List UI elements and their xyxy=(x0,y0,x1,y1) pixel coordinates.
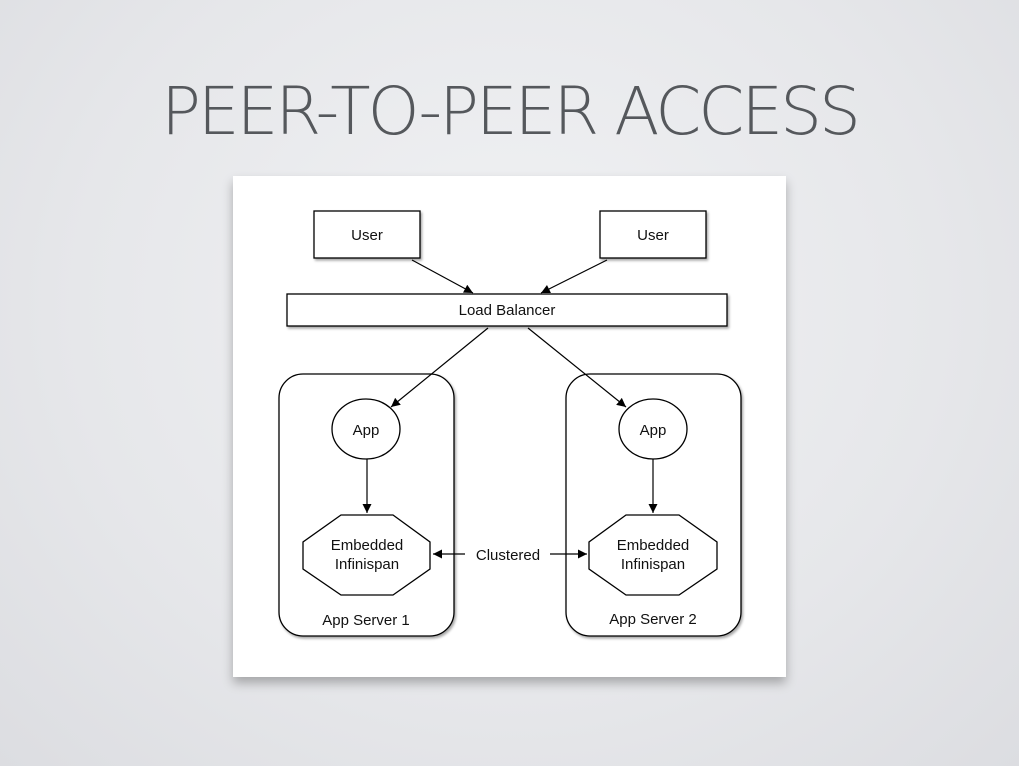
app-node-2: App xyxy=(618,398,688,460)
infinispan-node-1: Embedded Infinispan xyxy=(302,514,431,596)
app-1-label: App xyxy=(353,422,380,439)
arrow-user1-to-lb xyxy=(411,259,474,294)
arrow-user2-to-lb xyxy=(540,259,608,294)
infinispan-1-line2: Infinispan xyxy=(335,556,399,573)
user-node-1: User xyxy=(313,210,421,259)
app-2-label: App xyxy=(640,422,667,439)
infinispan-2-line1: Embedded xyxy=(617,537,690,554)
infinispan-1-line1: Embedded xyxy=(331,537,404,554)
app-server-1-label: App Server 1 xyxy=(322,612,410,629)
clustered-label: Clustered xyxy=(476,547,540,564)
infinispan-node-2: Embedded Infinispan xyxy=(588,514,718,596)
load-balancer-label: Load Balancer xyxy=(459,302,556,319)
infinispan-2-line2: Infinispan xyxy=(621,556,685,573)
user-node-2: User xyxy=(599,210,707,259)
diagram-card: App Server 1 App Server 2 User User Load… xyxy=(233,176,786,677)
peer-to-peer-diagram: App Server 1 App Server 2 User User Load… xyxy=(278,210,742,637)
arrow-lb-to-app1 xyxy=(390,327,489,408)
slide-title: PEER-TO-PEER ACCESS xyxy=(161,73,861,150)
user-2-label: User xyxy=(637,227,669,244)
arrow-lb-to-app2 xyxy=(527,327,627,408)
user-1-label: User xyxy=(351,227,383,244)
app-server-2-label: App Server 2 xyxy=(609,611,697,628)
load-balancer-node: Load Balancer xyxy=(286,293,728,327)
app-node-1: App xyxy=(331,398,401,460)
